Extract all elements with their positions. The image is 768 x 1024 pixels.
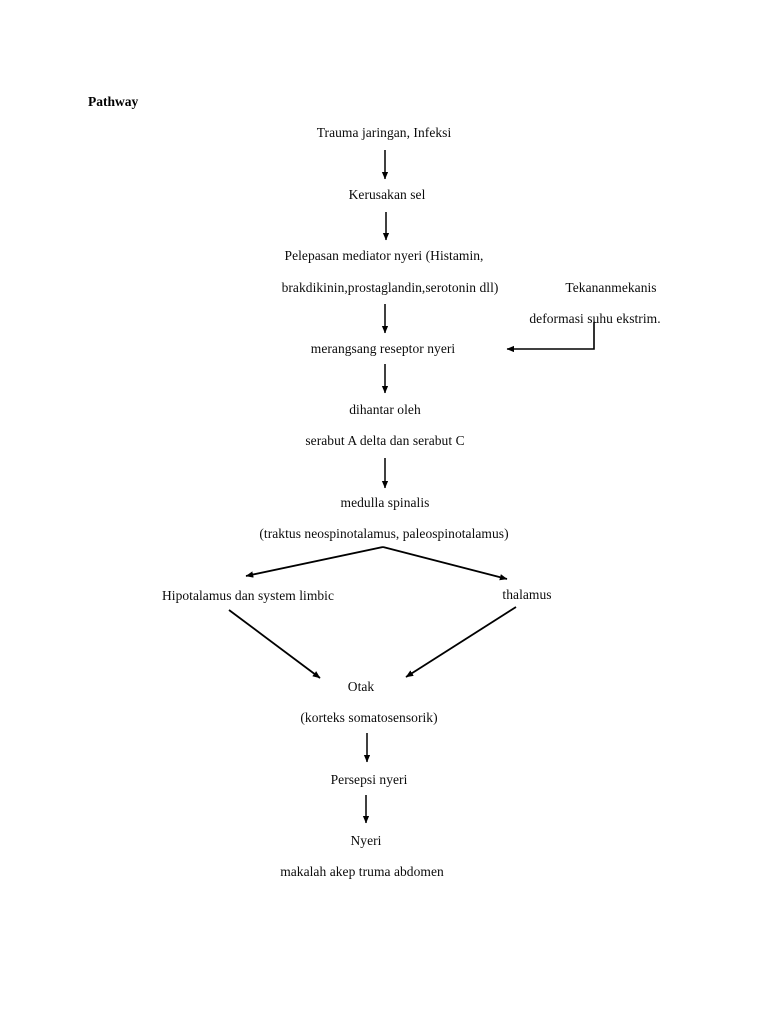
node-korteks-somatosensorik: (korteks somatosensorik) [300, 710, 438, 725]
arrow-hipotalamus-to-otak [228, 609, 321, 679]
arrow-tekanan-to-reseptor [506, 322, 595, 353]
node-brakdikinin-prostaglandin-serotonin: brakdikinin,prostaglandin,serotonin dll) [281, 280, 499, 295]
node-traktus-neospinotalamus-paleospinotalamus: (traktus neospinotalamus, paleospinotala… [259, 526, 509, 541]
arrow-traktus-to-thalamus [382, 546, 508, 581]
node-makalah-akep-truma-abdomen: makalah akep truma abdomen [280, 864, 444, 879]
node-persepsi-nyeri: Persepsi nyeri [330, 772, 408, 787]
node-medulla-spinalis: medulla spinalis [340, 495, 430, 510]
node-dihantar-oleh: dihantar oleh [349, 402, 421, 417]
node-kerusakan-sel: Kerusakan sel [348, 187, 426, 202]
node-thalamus: thalamus [502, 587, 552, 602]
node-tekanan-mekanis: Tekananmekanis [565, 280, 657, 295]
node-nyeri: Nyeri [350, 833, 382, 848]
node-trauma-jaringan-infeksi: Trauma jaringan, Infeksi [316, 125, 452, 140]
node-hipotalamus-dan-system-limbic: Hipotalamus dan system limbic [161, 588, 335, 603]
node-merangsang-reseptor-nyeri: merangsang reseptor nyeri [310, 341, 456, 356]
node-otak: Otak [347, 679, 375, 694]
node-deformasi-suhu-ekstrim: deformasi suhu ekstrim. [529, 311, 661, 326]
node-serabut-a-delta-dan-serabut-c: serabut A delta dan serabut C [305, 433, 465, 448]
arrow-thalamus-to-otak [405, 606, 517, 678]
arrow-traktus-to-hipotalamus [245, 546, 384, 578]
node-pelepasan-mediator-nyeri: Pelepasan mediator nyeri (Histamin, [284, 248, 484, 263]
page-title: Pathway [88, 94, 139, 109]
